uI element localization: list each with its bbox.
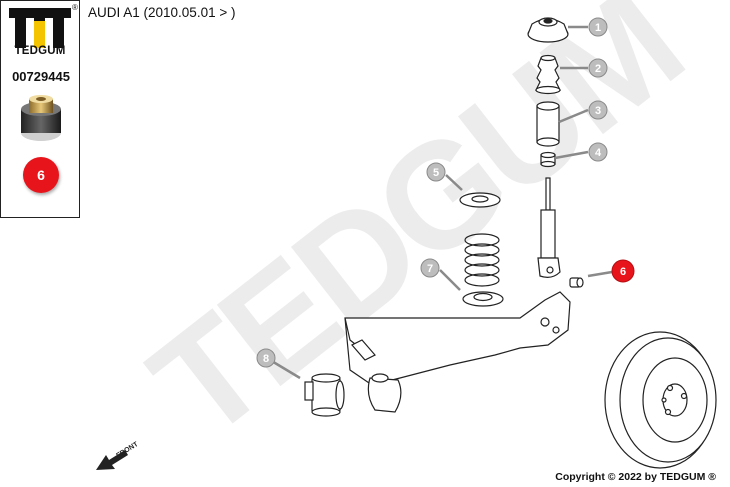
front-direction-indicator: FRONT [96, 441, 140, 470]
highlight-badge: 6 [23, 157, 59, 193]
callout-2-label: 2 [595, 63, 601, 75]
callout-1: 1 [588, 17, 608, 37]
coil-spring [464, 233, 500, 287]
callout-4: 4 [588, 142, 608, 162]
bump-stop-part [535, 54, 561, 95]
callout-1-label: 1 [595, 22, 601, 34]
callout-8-label: 8 [263, 353, 269, 365]
callout-4-label: 4 [595, 147, 602, 159]
callout-3-label: 3 [595, 105, 601, 117]
dust-cover-part [536, 101, 560, 147]
front-label: FRONT [115, 441, 140, 460]
front-arrow-icon [96, 450, 128, 470]
copyright-notice: Copyright © 2022 by TEDGUM ® [555, 471, 716, 483]
callout-3: 3 [588, 100, 608, 120]
highlighted-bush-part [569, 277, 584, 288]
callout-6-label: 6 [620, 266, 626, 278]
rear-axle-beam [344, 291, 571, 413]
top-mount-part [527, 17, 569, 43]
small-bush-part [540, 151, 556, 168]
callout-8: 8 [256, 348, 276, 368]
vehicle-title: AUDI A1 (2010.05.01 > ) [88, 5, 236, 20]
trailing-arm-bushing-part [304, 373, 345, 417]
callout-7: 7 [420, 258, 440, 278]
suspension-diagram: TEDGUM [96, 0, 717, 470]
callout-5-label: 5 [433, 167, 439, 179]
callout-5: 5 [426, 162, 446, 182]
callout-2: 2 [588, 58, 608, 78]
bushing-thumbnail [21, 95, 61, 141]
part-info-panel: ® TEDGUM 00729445 6 [0, 0, 80, 218]
shock-absorber [537, 177, 561, 278]
spring-seat-top [459, 192, 501, 208]
brand-name: TEDGUM [14, 45, 66, 57]
spring-seat-bottom [462, 291, 504, 307]
registered-mark: ® [72, 3, 78, 12]
callout-6: 6 [611, 259, 635, 283]
tedgum-logo [9, 8, 71, 48]
callout-leaders [269, 25, 613, 380]
part-number: 00729445 [12, 69, 70, 84]
callout-7-label: 7 [427, 263, 433, 275]
wheel-drum [604, 331, 717, 469]
